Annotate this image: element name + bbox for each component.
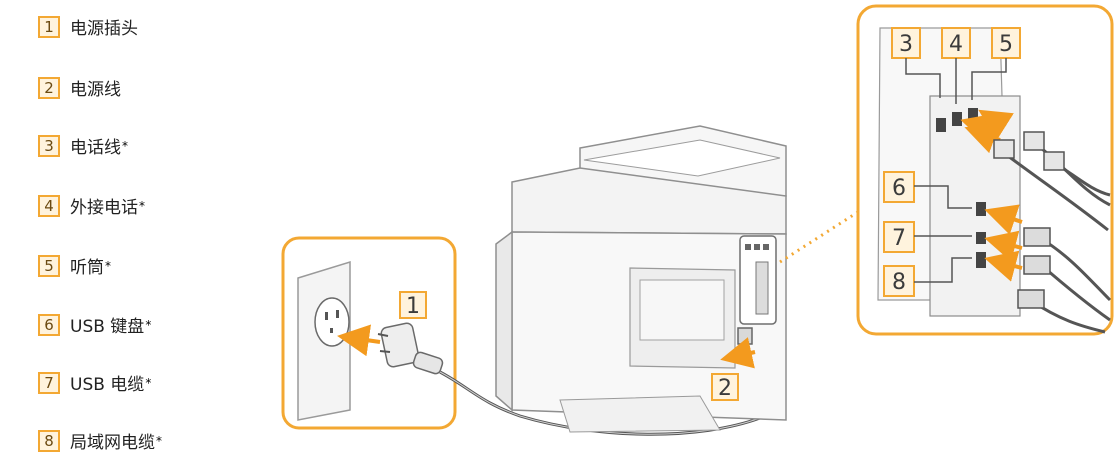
socket-icon	[315, 298, 349, 346]
callout-3: 3	[899, 32, 913, 57]
callout-1: 1	[406, 294, 420, 319]
usb-port-icon	[976, 232, 986, 244]
jack-line-icon	[936, 118, 946, 132]
callout-4: 4	[949, 32, 963, 57]
callout-7: 7	[892, 226, 906, 251]
printer-icon	[496, 126, 786, 432]
zoom-detail-panel: 3 4 5 6 7 8	[858, 6, 1112, 334]
callout-8: 8	[892, 270, 906, 295]
callout-5: 5	[999, 32, 1013, 57]
zoom-leader-line	[780, 212, 858, 262]
lan-port-icon	[976, 252, 986, 268]
jack-handset-icon	[968, 108, 978, 122]
callout-6: 6	[892, 176, 906, 201]
jack-ext-icon	[952, 112, 962, 126]
callout-2: 2	[718, 376, 732, 401]
usb-keyboard-port-icon	[976, 202, 986, 216]
outlet-panel: 1	[283, 238, 455, 428]
